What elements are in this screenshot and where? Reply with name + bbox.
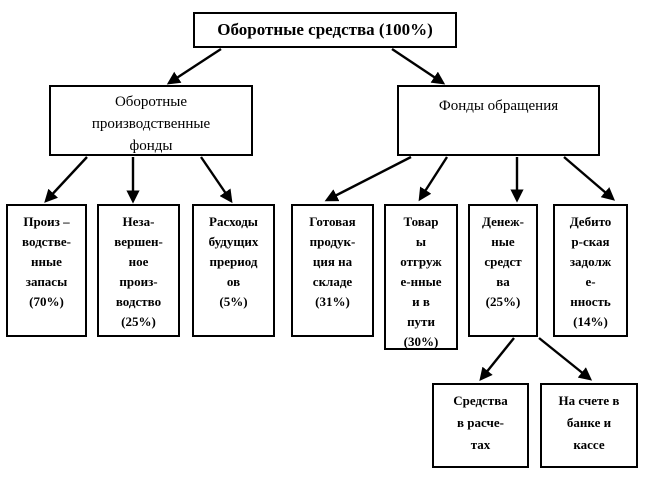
edge-arrow-opf-rashody	[200, 156, 233, 204]
node-circulation-funds: Фонды обращения	[397, 85, 600, 156]
node-funds-in-settlements: Средства в расче- тах	[432, 383, 529, 468]
edge-arrow-fo-debitorka	[563, 156, 616, 201]
node-accounts-receivable: Дебито р-ская задолж е- нность (14%)	[553, 204, 628, 337]
node-working-production-funds: Оборотные производственные фонды	[49, 85, 253, 156]
node-cash-funds: Денеж- ные средст ва (25%)	[468, 204, 538, 337]
node-bank-account-and-cash: На счете в банке и кассе	[540, 383, 638, 468]
edge-arrow-fo-tovary	[418, 156, 449, 202]
edge-arrow-denezhnye-bank	[538, 337, 593, 381]
node-deferred-expenses: Расходы будущих прериод ов (5%)	[192, 204, 275, 337]
edge-arrow-fo-gotovaya	[324, 155, 412, 202]
node-finished-goods-in-stock: Готовая продук- ция на складе (31%)	[291, 204, 374, 337]
edge-arrow-root-opf	[166, 47, 222, 85]
edge-arrow-opf-zapasy	[44, 156, 88, 203]
node-work-in-progress: Неза- вершен- ное произ- водство (25%)	[97, 204, 180, 337]
edge-arrow-denezhnye-raschety	[479, 337, 515, 382]
node-goods-shipped-in-transit: Товар ы отгруж е-нные и в пути (30%)	[384, 204, 458, 350]
edge-arrow-root-fo	[391, 48, 446, 85]
node-production-inventories: Произ – водстве- нные запасы (70%)	[6, 204, 87, 337]
node-working-capital-total: Оборотные средства (100%)	[193, 12, 457, 48]
